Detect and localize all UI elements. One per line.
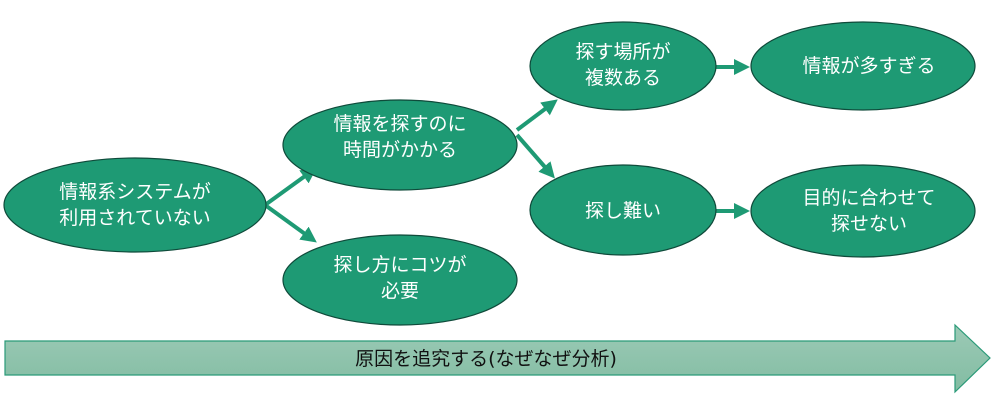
node-knack: 探し方にコツが 必要: [282, 234, 518, 326]
arrow-time-to-hard: [515, 133, 555, 179]
node-knack-line1: 探し方にコツが: [333, 254, 466, 276]
arrow-time-to-places: [515, 99, 558, 132]
node-root-line1: 情報系システムが: [59, 181, 210, 203]
node-hard-line1: 探し難い: [585, 200, 661, 222]
node-purpose: 目的に合わせて 探せない: [750, 164, 976, 258]
arrow-root-to-time: [263, 167, 317, 207]
node-purpose-line1: 目的に合わせて: [802, 187, 935, 209]
arrow-root-to-knack: [263, 203, 317, 243]
node-time: 情報を探すのに 時間がかかる: [282, 99, 518, 191]
node-time-line1: 情報を探すのに: [333, 113, 466, 135]
banner-label: 原因を追究する(なぜなぜ分析): [355, 348, 617, 370]
node-hard: 探し難い: [529, 164, 717, 256]
node-places-line1: 探す場所が: [575, 41, 670, 63]
banner-arrow: 原因を追究する(なぜなぜ分析): [4, 323, 991, 394]
node-knack-line2: 必要: [381, 280, 419, 302]
node-places-line2: 複数ある: [585, 67, 661, 89]
node-root: 情報系システムが 利用されていない: [3, 157, 267, 253]
node-root-line2: 利用されていない: [59, 207, 210, 229]
node-places: 探す場所が 複数ある: [529, 21, 717, 111]
node-purpose-line2: 探せない: [831, 213, 907, 235]
node-toomuch-line1: 情報が多すぎる: [802, 55, 935, 77]
node-toomuch: 情報が多すぎる: [750, 21, 976, 111]
node-time-line2: 時間がかかる: [343, 139, 457, 161]
